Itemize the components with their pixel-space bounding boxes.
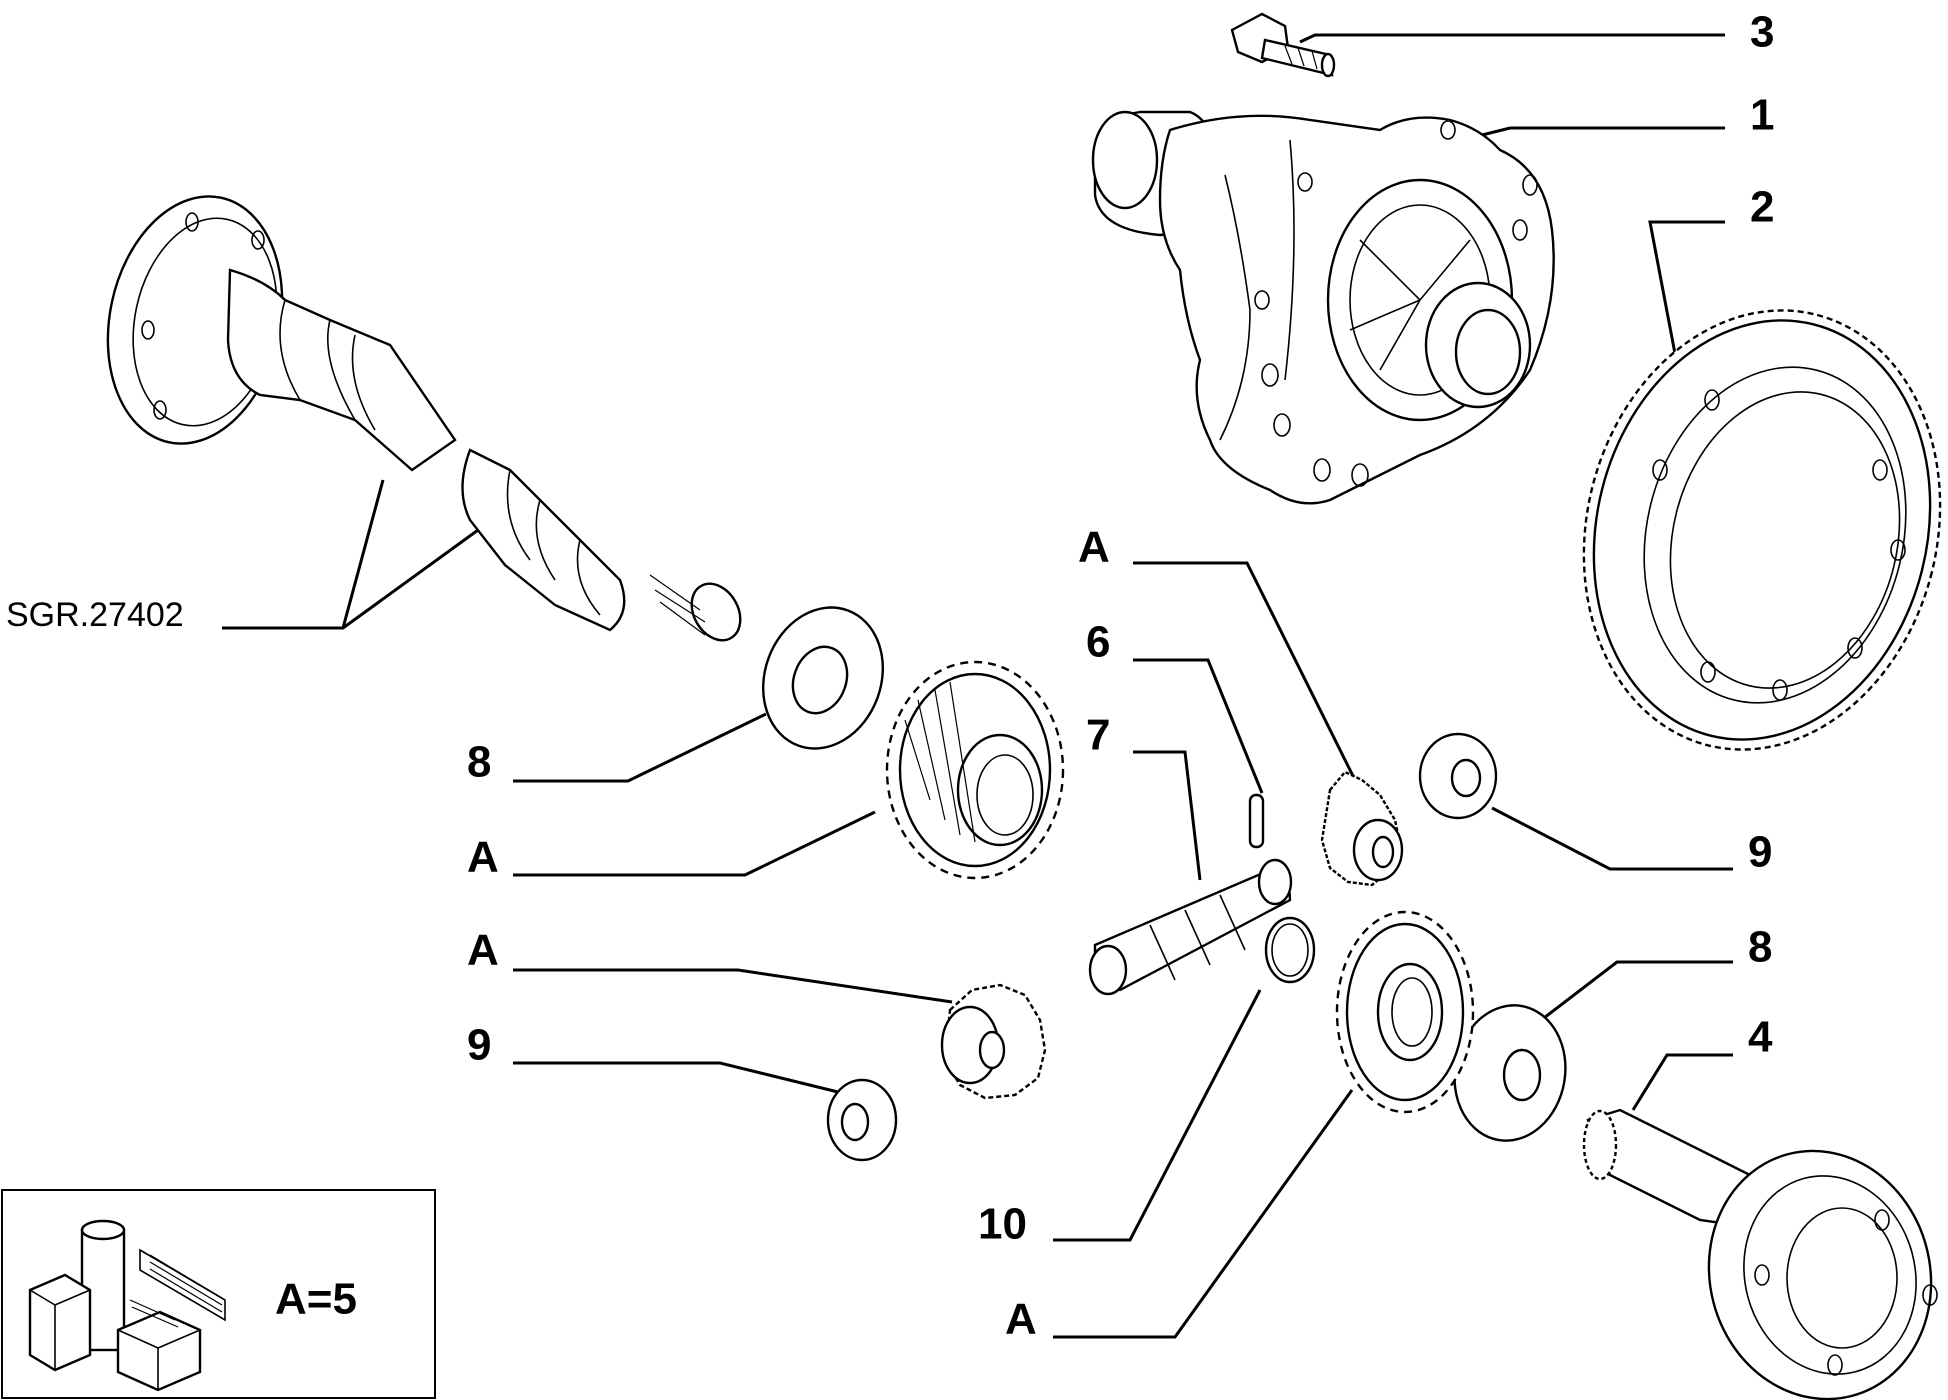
side-gear-left — [885, 660, 1065, 880]
leader-A-left-upper — [513, 810, 876, 877]
leader-10 — [1053, 989, 1262, 1242]
leader-ref-a — [222, 479, 385, 630]
label-7: 7 — [1086, 711, 1110, 760]
leader-2 — [1648, 220, 1725, 381]
leader-1 — [1481, 126, 1725, 137]
leader-8-right — [1539, 960, 1733, 1023]
pinion-gear-A-left — [940, 983, 1047, 1100]
leader-ref-b — [342, 523, 486, 630]
kit-legend-box: A=5 — [1, 1189, 436, 1399]
lock-pin-part-6 — [1248, 793, 1265, 849]
stub-shaft-part-4 — [1582, 1108, 1938, 1400]
left-axle-shaft — [106, 195, 742, 642]
differential-housing-part-1 — [1091, 110, 1555, 505]
label-A-left-upper: A — [467, 833, 499, 882]
label-4: 4 — [1748, 1013, 1773, 1062]
label-8-left: 8 — [467, 738, 491, 787]
bolt-part-3 — [1230, 12, 1336, 78]
leader-9-right — [1491, 806, 1733, 871]
label-A-right-top: A — [1078, 523, 1110, 572]
label-A-left-lower: A — [467, 926, 499, 975]
leader-A-bottom — [1053, 1089, 1354, 1339]
pinion-gear-A-top-right — [1320, 770, 1404, 887]
label-9-left: 9 — [467, 1021, 491, 1070]
leader-4 — [1631, 1053, 1733, 1111]
leader-A-right-top — [1133, 561, 1357, 781]
ring-gear-part-2 — [1582, 309, 1942, 751]
leader-3 — [1299, 33, 1725, 44]
leader-9-left — [513, 1061, 839, 1094]
leader-lines — [222, 33, 1733, 1339]
label-2: 2 — [1750, 183, 1774, 232]
leader-8-left — [513, 712, 767, 783]
label-A-bottom: A — [1005, 1295, 1037, 1344]
label-1: 1 — [1750, 91, 1774, 140]
label-3: 3 — [1750, 8, 1774, 57]
leader-A-left-lower — [513, 968, 953, 1004]
snap-ring-part-10 — [1264, 916, 1316, 984]
callout-labels: 3 1 2 A 6 7 8 A A 9 9 8 4 10 A SGR.27402 — [6, 8, 1774, 1344]
label-10: 10 — [978, 1200, 1027, 1249]
label-8-right: 8 — [1748, 923, 1772, 972]
leader-6 — [1133, 658, 1264, 794]
thrust-washer-part-9-left — [826, 1078, 898, 1162]
thrust-washer-part-8-left — [761, 606, 885, 750]
reference-code: SGR.27402 — [6, 596, 184, 634]
label-9-right: 9 — [1748, 828, 1772, 877]
side-gear-right — [1335, 910, 1475, 1114]
thrust-washer-part-9-right — [1418, 732, 1498, 820]
pinion-shaft-part-7 — [1088, 858, 1293, 996]
thrust-washer-part-8-right — [1453, 1004, 1567, 1142]
kit-quantity-text: A=5 — [275, 1275, 357, 1324]
parts-kit-icon — [28, 1219, 226, 1392]
leader-7 — [1133, 750, 1202, 881]
label-6: 6 — [1086, 618, 1110, 667]
